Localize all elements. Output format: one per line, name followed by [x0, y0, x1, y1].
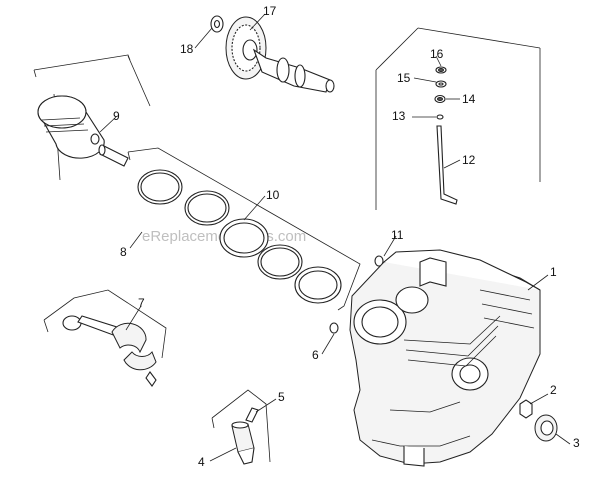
governor-shaft-part-12[interactable] — [436, 125, 458, 205]
breather-spring-part-5[interactable] — [245, 407, 259, 423]
connecting-rod-group-box — [43, 289, 167, 359]
washer-part-15[interactable] — [435, 80, 447, 88]
nut-part-16[interactable] — [435, 66, 447, 74]
piston-group-box — [33, 54, 151, 181]
dowel-pin-part-11[interactable] — [374, 255, 384, 267]
callout-15[interactable]: 15 — [397, 71, 411, 85]
callout-13[interactable]: 13 — [392, 109, 406, 123]
piston-part[interactable] — [37, 95, 105, 159]
leader-lines — [99, 13, 571, 462]
callout-labels: 1 2 3 4 5 6 7 8 9 10 11 12 13 14 15 16 1… — [113, 4, 580, 469]
nut-part-14[interactable] — [434, 94, 446, 104]
fitting-part-2[interactable] — [519, 399, 533, 419]
connecting-rod-part-7[interactable] — [62, 315, 157, 387]
callout-9[interactable]: 9 — [113, 109, 120, 123]
crankcase-part-1[interactable] — [349, 249, 541, 467]
callout-5[interactable]: 5 — [278, 390, 285, 404]
ring-part-13[interactable] — [436, 114, 444, 120]
callout-10[interactable]: 10 — [266, 188, 280, 202]
piston-ring-set-part-10[interactable] — [127, 147, 361, 311]
callout-7[interactable]: 7 — [138, 296, 145, 310]
governor-group-box — [375, 27, 541, 210]
callout-8[interactable]: 8 — [120, 245, 127, 259]
piston-pin-retainer-part-9[interactable] — [90, 133, 100, 145]
callout-16[interactable]: 16 — [430, 47, 444, 61]
callout-12[interactable]: 12 — [462, 153, 476, 167]
callout-14[interactable]: 14 — [462, 92, 476, 106]
breather-tube-part-4[interactable] — [231, 421, 255, 465]
callout-11[interactable]: 11 — [391, 228, 404, 242]
callout-18[interactable]: 18 — [180, 42, 194, 56]
callout-1[interactable]: 1 — [550, 265, 557, 279]
oil-seal-part-3[interactable] — [534, 414, 558, 442]
breather-group-box — [211, 389, 271, 463]
dowel-pin-part-6[interactable] — [329, 322, 339, 334]
thrust-washer-part-18[interactable] — [210, 15, 224, 33]
callout-3[interactable]: 3 — [573, 436, 580, 450]
callout-6[interactable]: 6 — [312, 348, 319, 362]
callout-4[interactable]: 4 — [198, 455, 205, 469]
camshaft-part-17[interactable] — [225, 16, 335, 93]
piston-pin-part[interactable] — [98, 144, 129, 167]
callout-2[interactable]: 2 — [550, 383, 557, 397]
callout-17[interactable]: 17 — [263, 4, 277, 18]
